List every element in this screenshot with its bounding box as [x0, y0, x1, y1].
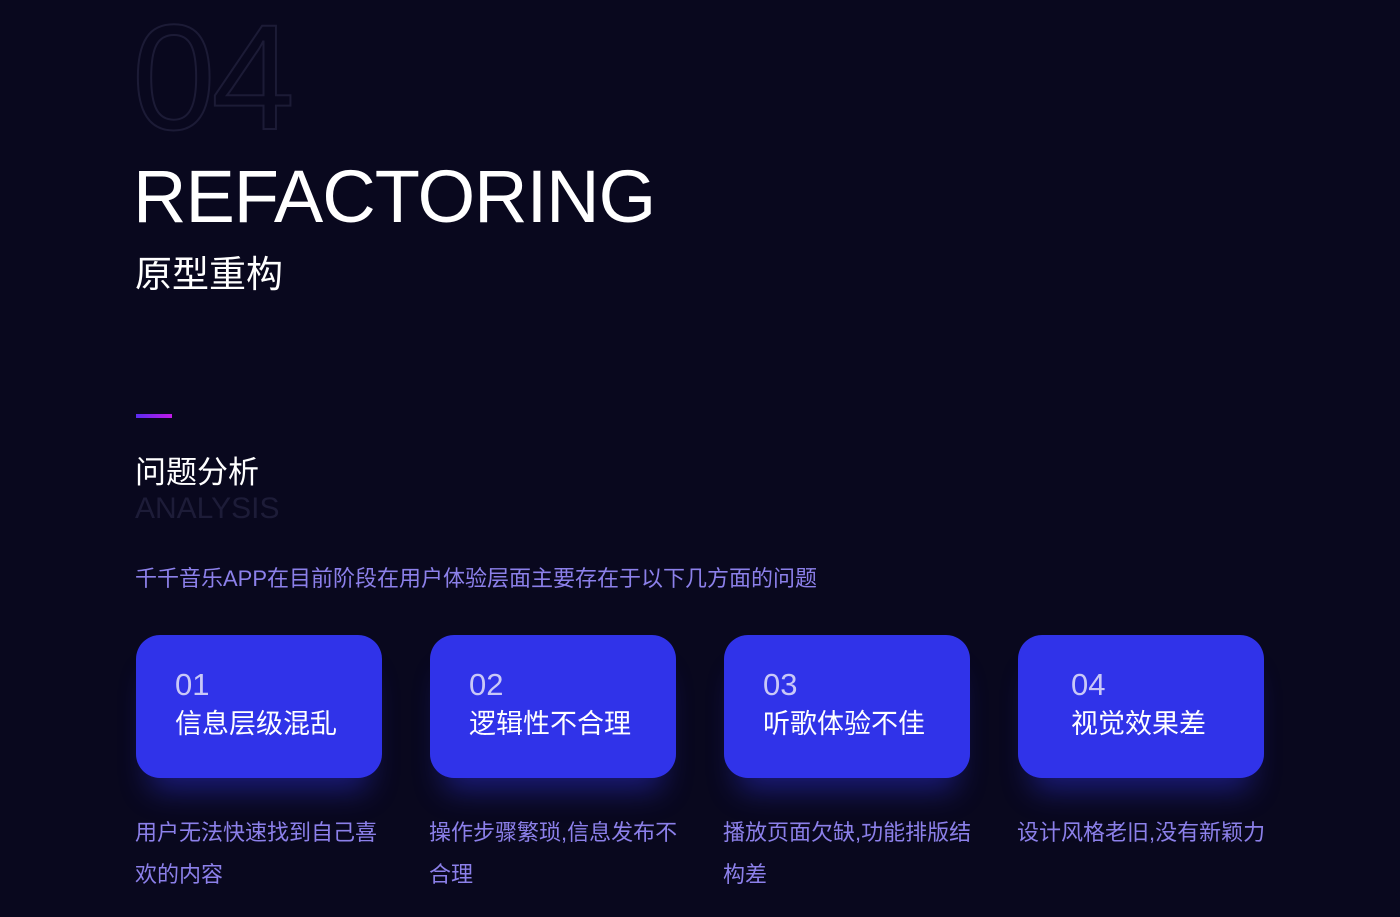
card-description: 设计风格老旧,没有新颖力 — [1017, 820, 1266, 845]
card-title: 逻辑性不合理 — [469, 709, 631, 739]
watermark-number: 04 — [131, 0, 296, 161]
problem-card: 04 视觉效果差 — [1018, 635, 1264, 778]
problem-card: 02 逻辑性不合理 — [430, 635, 676, 778]
page-title: REFACTORING — [133, 155, 656, 238]
section-title: 问题分析 — [135, 455, 259, 490]
card-title: 听歌体验不佳 — [763, 709, 925, 739]
card-number: 01 — [175, 667, 210, 702]
card-number: 02 — [469, 667, 504, 702]
card-description: 操作步骤繁琐,信息发布不合理 — [429, 820, 678, 887]
problem-card: 03 听歌体验不佳 — [724, 635, 970, 778]
accent-divider — [136, 414, 172, 418]
section-watermark: ANALYSIS — [135, 492, 280, 525]
card-title: 视觉效果差 — [1071, 709, 1206, 739]
card-number: 03 — [763, 667, 798, 702]
card-description: 播放页面欠缺,功能排版结构差 — [723, 820, 972, 887]
card-description: 用户无法快速找到自己喜欢的内容 — [135, 820, 378, 887]
card-title: 信息层级混乱 — [175, 709, 337, 739]
page-subtitle: 原型重构 — [135, 254, 283, 295]
card-number: 04 — [1071, 667, 1106, 702]
problem-card: 01 信息层级混乱 — [136, 635, 382, 778]
intro-text: 千千音乐APP在目前阶段在用户体验层面主要存在于以下几方面的问题 — [135, 566, 818, 591]
